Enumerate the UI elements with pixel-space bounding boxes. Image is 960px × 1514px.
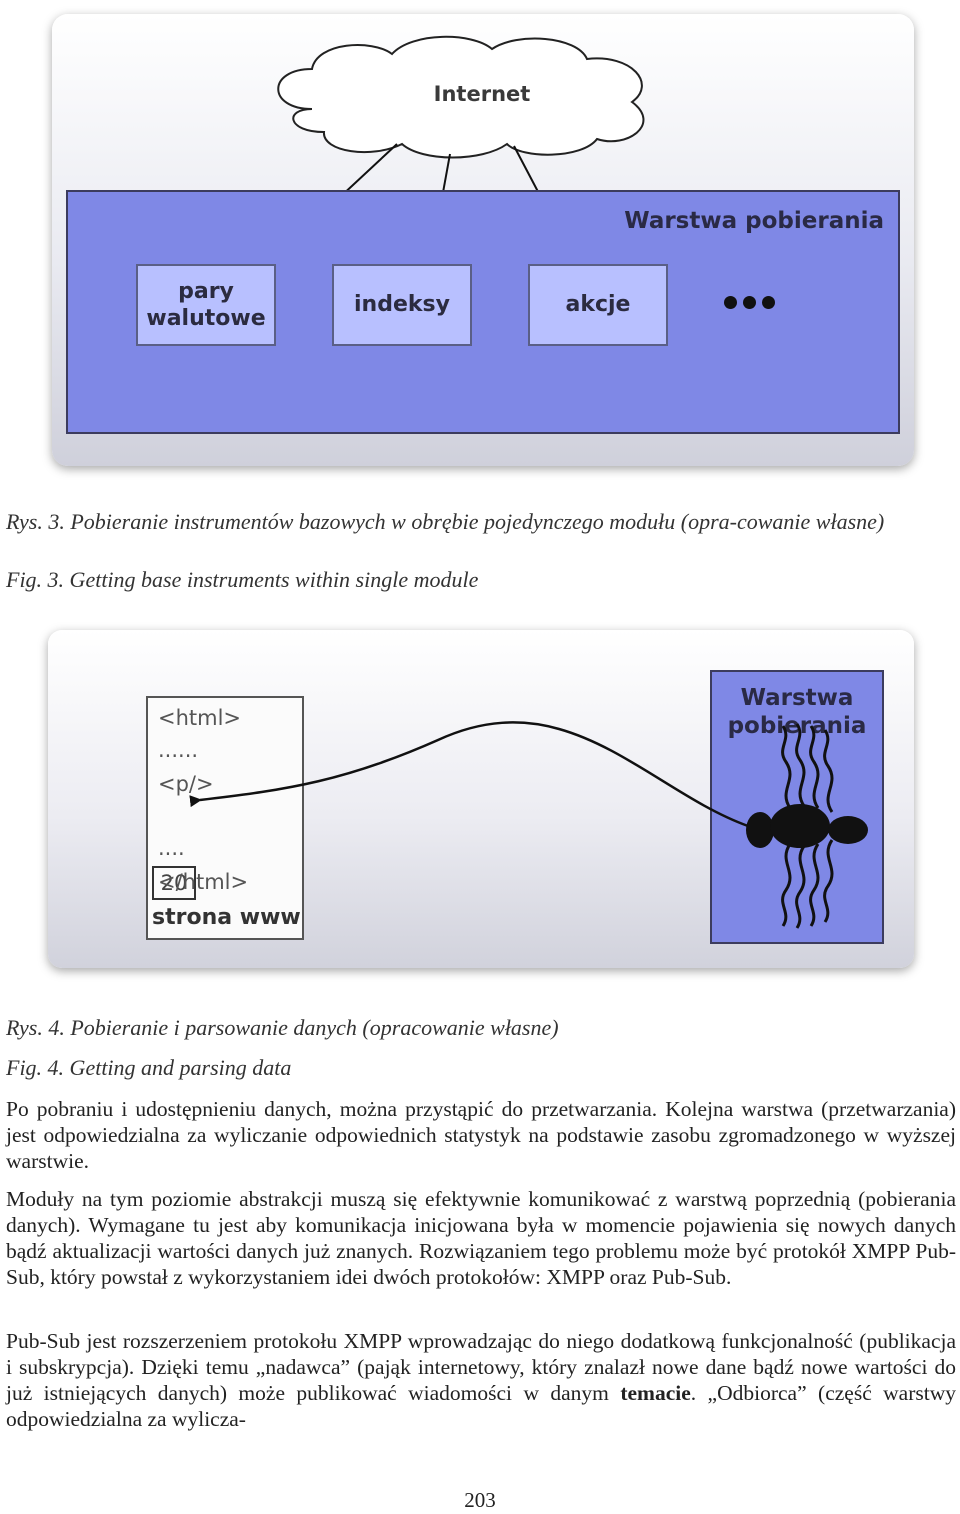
ellipsis-dots-icon — [724, 296, 775, 309]
web-page-label: strona www — [152, 905, 301, 930]
fetch-layer-label: Warstwa pobierania — [712, 684, 882, 740]
source-box-indeksy: indeksy — [332, 264, 472, 346]
code-line-html-open: <html> — [158, 706, 241, 730]
paragraph-2: Moduły na tym poziomie abstrakcji muszą … — [6, 1186, 956, 1290]
paragraph-1: Po pobraniu i udostępnieniu danych, możn… — [6, 1096, 956, 1174]
source-box-akcje: akcje — [528, 264, 668, 346]
fetch-layer-label: Warstwa pobierania — [624, 208, 884, 234]
cloud-label: Internet — [382, 82, 582, 106]
code-line-dots-2: .... — [158, 836, 185, 860]
figure-3: Internet Warstwa pobierania pary walutow… — [52, 14, 914, 466]
source-box-pary-walutowe: pary walutowe — [136, 264, 276, 346]
caption-4-pl: Rys. 4. Pobieranie i parsowanie danych (… — [6, 1014, 906, 1041]
caption-3-en: Fig. 3. Getting base instruments within … — [6, 566, 906, 593]
figure-4: <html> ...... <p/> 20 .... </html> stron… — [48, 630, 914, 968]
code-line-dots-1: ...... — [158, 738, 198, 762]
paragraph-3-bold-term: temacie — [620, 1381, 690, 1405]
caption-3-pl: Rys. 3. Pobieranie instrumentów bazowych… — [6, 508, 906, 535]
web-page-box: <html> ...... <p/> 20 .... </html> — [146, 696, 304, 940]
caption-4-en: Fig. 4. Getting and parsing data — [6, 1054, 906, 1081]
page-number: 203 — [0, 1488, 960, 1513]
code-line-p: <p/> — [158, 772, 214, 796]
fetch-layer-label-line2: pobierania — [728, 713, 867, 739]
fetch-layer-box: Warstwa pobierania — [710, 670, 884, 944]
code-line-html-close: </html> — [158, 870, 248, 894]
fetch-layer-box: Warstwa pobierania pary walutowe indeksy… — [66, 190, 900, 434]
fetch-layer-label-line1: Warstwa — [741, 685, 854, 711]
paragraph-3: Pub-Sub jest rozszerzeniem protokołu XMP… — [6, 1328, 956, 1432]
